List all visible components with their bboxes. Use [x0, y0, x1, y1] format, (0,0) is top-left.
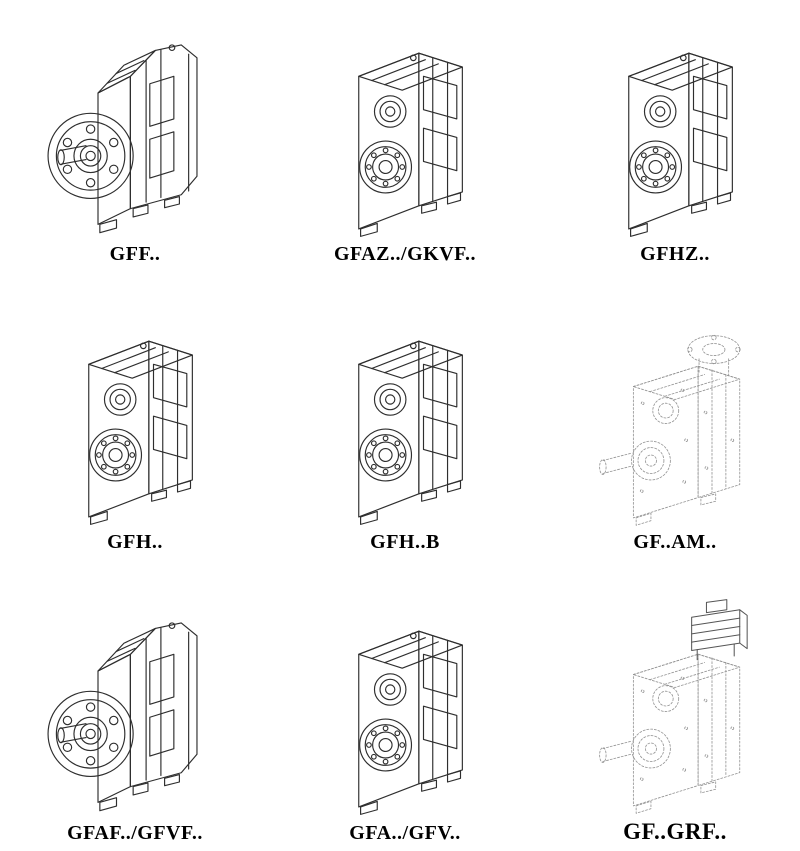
gearbox-catalog-grid: GFF.. GFAZ../GKVF.. GFHZ.. GFHF.. GFH.. …	[40, 16, 770, 844]
catalog-item-gfhz: GFHZ..	[580, 16, 770, 272]
gearbox-drawing-grf-unit	[582, 595, 768, 817]
gearbox-drawing-two-bore	[312, 19, 498, 241]
catalog-item-gfh-b: GFH..B	[310, 304, 500, 560]
model-label: GFH..	[107, 531, 163, 553]
catalog-item-gfa-gfv: GFA../GFV..	[310, 592, 500, 851]
gearbox-drawing-input-flange	[582, 307, 768, 529]
model-label: GFAF../GFVF..	[67, 822, 203, 845]
model-label: GF..AM..	[633, 531, 717, 553]
catalog-item-gf-am: GF..AM..	[580, 304, 770, 560]
gearbox-drawing-flange-shaft	[42, 19, 228, 241]
catalog-item-gfaf-gfvf: GFAF../GFVF..	[40, 592, 230, 851]
model-label: GFF..	[109, 243, 161, 265]
catalog-item-gff: GFF..	[40, 16, 230, 272]
model-label: GFAZ../GKVF..	[333, 243, 477, 265]
model-label: GF..GRF..	[623, 819, 727, 844]
gearbox-drawing-two-bore	[312, 595, 498, 820]
gearbox-drawing-flange-shaft	[42, 595, 228, 820]
gearbox-drawing-two-bore	[42, 307, 228, 529]
model-label: GFHZ..	[640, 243, 710, 265]
catalog-item-gfh: GFH..	[40, 304, 230, 560]
model-label: GFH..B	[370, 531, 440, 553]
gearbox-drawing-two-bore	[582, 19, 768, 241]
catalog-item-gf-grf: GF..GRF..	[580, 592, 770, 851]
gearbox-drawing-two-bore-foot	[312, 307, 498, 529]
model-label: GFA../GFV..	[349, 822, 461, 845]
catalog-item-gfaz-gkvf: GFAZ../GKVF..	[310, 16, 500, 272]
